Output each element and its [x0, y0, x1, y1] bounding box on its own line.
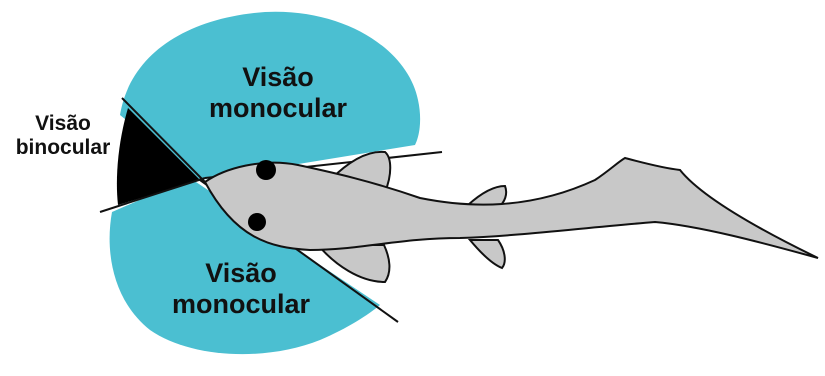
label-monocular-top-line2: monocular	[198, 93, 358, 124]
label-monocular-bottom: Visão monocular	[154, 258, 328, 320]
label-binocular-line1: Visão	[0, 112, 126, 136]
label-binocular: Visão binocular	[0, 112, 126, 160]
label-monocular-top: Visão monocular	[198, 62, 358, 124]
fish-pelvic-fin-bottom	[470, 240, 505, 268]
fish-eye-bottom	[248, 213, 266, 231]
label-monocular-top-line1: Visão	[198, 62, 358, 93]
fish-eye-top	[256, 160, 276, 180]
label-monocular-bottom-line2: monocular	[154, 289, 328, 320]
fish-body	[205, 158, 818, 258]
label-monocular-bottom-line1: Visão	[154, 258, 328, 289]
label-binocular-line2: binocular	[0, 136, 126, 160]
